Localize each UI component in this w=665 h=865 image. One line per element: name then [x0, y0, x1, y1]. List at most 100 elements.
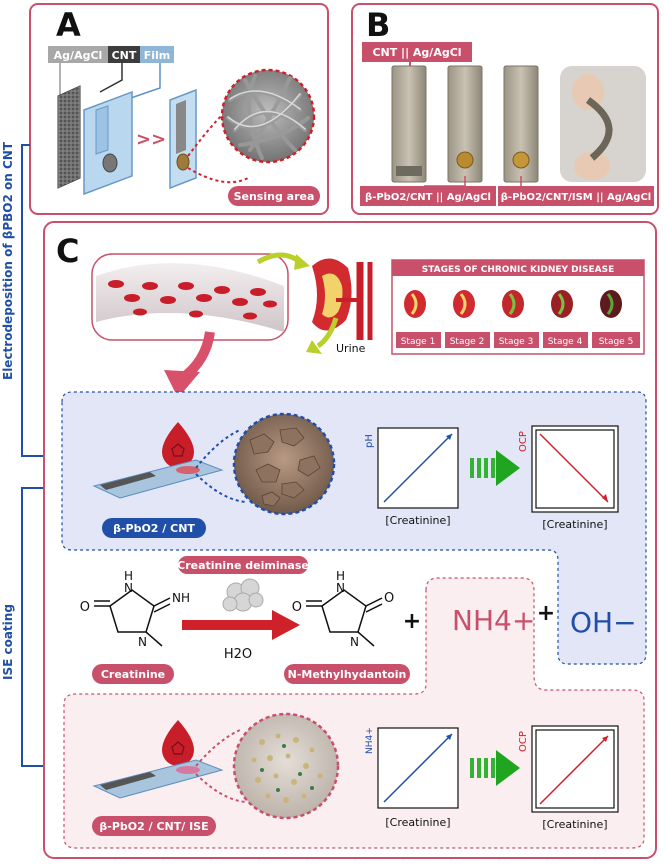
sensor1-cnt-track	[100, 472, 156, 490]
urine-arrow-head	[306, 340, 322, 354]
product-n-top: N	[336, 581, 345, 595]
electrode3-label: β-PbO2/CNT/ISM || Ag/AgCl	[501, 192, 651, 203]
assembled-electrode	[169, 88, 197, 190]
ckd-stage3-pill	[494, 332, 539, 348]
panel-c-letter: C	[56, 232, 79, 270]
vessel-to-kidney-head	[294, 254, 310, 270]
red-blood-cells	[108, 280, 277, 320]
sensor1-label: β-PbO2 / CNT	[113, 522, 195, 535]
leader-cnt	[99, 63, 123, 93]
urine-label: Urine	[336, 342, 366, 355]
graph-nh4-arrowhead	[446, 734, 452, 740]
side-label-top: Electrodeposition of βPBO2 on CNT	[1, 141, 15, 380]
ise-ionophore-dots	[260, 744, 314, 792]
graph-nh4-x-label: [Creatinine]	[385, 816, 450, 829]
electrode-layer-legend: Ag/AgCl CNT Film	[48, 46, 174, 63]
creatinine-nh: NH	[172, 591, 190, 605]
creatinine-o: O	[80, 600, 90, 615]
graph-nh4-y-label: NH4+	[365, 727, 375, 754]
creatinine-n-methyl: N	[138, 635, 147, 649]
ckd-stage2-label: Stage 2	[450, 337, 485, 347]
photo-strip-3	[503, 65, 539, 183]
ckd-stages-box: STAGES OF CHRONIC KIDNEY DISEASE Stage 1…	[391, 259, 645, 355]
reaction-arrow-head	[272, 610, 300, 640]
ckd-kidney-2	[453, 290, 475, 318]
ckd-kidney-4	[551, 290, 573, 318]
graph-ocp-decrease: OCP [Creatinine]	[518, 425, 619, 531]
ckd-title: STAGES OF CHRONIC KIDNEY DISEASE	[422, 265, 614, 275]
strip3-ism-spot	[512, 151, 530, 169]
zoom-line-top	[187, 109, 229, 157]
graph-ph-x-label: [Creatinine]	[385, 514, 450, 527]
ckd-kidney-5	[600, 290, 622, 318]
flex-finger-bottom	[574, 152, 610, 180]
enzyme-pill	[178, 556, 308, 574]
strip1-body	[391, 65, 427, 183]
vessel-tube	[96, 263, 284, 332]
side-arrow-top	[21, 144, 58, 457]
graph-nh4-line	[383, 733, 453, 803]
electrode2-pill	[360, 186, 496, 206]
enzyme-label: Creatinine deiminase	[177, 559, 309, 572]
sensor2-label: β-PbO2 / CNT/ ISE	[99, 820, 208, 833]
layer-film-slot	[95, 105, 109, 155]
flex-bent-strip	[585, 97, 613, 161]
ckd-stage1-pill	[396, 332, 441, 348]
graph-ocp1-y-label: OCP	[518, 431, 529, 452]
reaction-arrow-shaft	[182, 620, 274, 630]
ammonium-ion: NH4+	[452, 604, 535, 637]
ckd-stage2-pill	[445, 332, 490, 348]
legend-cnt-label: CNT	[112, 49, 137, 62]
side-label-bottom: ISE coating	[1, 604, 15, 680]
legend-film-box	[140, 46, 174, 63]
graph-ocp1-x-label: [Creatinine]	[542, 518, 607, 531]
leader-film	[124, 63, 161, 101]
pbo2-zoom	[232, 412, 336, 516]
urine-arrow	[316, 317, 339, 349]
graph-ocp-increase: OCP [Creatinine]	[518, 725, 619, 831]
electrode2-label: β-PbO2/CNT || Ag/AgCl	[365, 192, 491, 203]
plus-sign-2: +	[537, 601, 555, 626]
blood-sample-arrow-head	[164, 370, 200, 398]
pbo2-flakes	[249, 427, 321, 507]
product-pill	[284, 664, 410, 684]
kidney	[312, 258, 373, 340]
sensor2-zoom-line-top	[195, 729, 241, 767]
cnt-fiber-zoom	[220, 68, 316, 164]
ckd-stage1-label: Stage 1	[401, 337, 436, 347]
plus-sign-1: +	[403, 609, 421, 634]
graph-ph-arrowhead	[446, 434, 452, 440]
cnt-fiber-highlights	[227, 90, 306, 130]
hydroxide-ion: OH−	[570, 606, 637, 639]
graph-ocp2-line	[539, 735, 609, 805]
graph-ph-vs-creatinine: pH [Creatinine]	[364, 427, 459, 527]
pbo2-cnt-ise-sensor-strip	[92, 759, 224, 799]
creatinine-n: N	[124, 581, 133, 595]
panel-a-letter: A	[56, 6, 81, 44]
sensor2-zoom-line-bottom	[195, 773, 247, 803]
zoom-line-bottom	[187, 167, 249, 184]
panel-b-letter: B	[366, 6, 390, 44]
photo-strip-1	[391, 65, 427, 183]
photo-flexible-strip	[560, 66, 646, 182]
creatinine-pill	[92, 664, 174, 684]
ckd-kidney-3	[502, 290, 524, 318]
sensor1-pill	[102, 518, 206, 538]
graph-ocp2-arrowhead	[602, 736, 608, 742]
graph-ph-y-label: pH	[364, 434, 375, 448]
product-h: H	[336, 569, 345, 583]
product-o-right: O	[384, 591, 394, 606]
kidney-medulla	[322, 273, 343, 318]
ise-membrane-zoom	[232, 712, 340, 820]
legend-cnt-box	[108, 46, 140, 63]
green-arrow-1	[470, 450, 520, 486]
ckd-stage5-label: Stage 5	[599, 337, 634, 347]
graph-ocp2-x-label: [Creatinine]	[542, 818, 607, 831]
strip2-pbo2-spot	[456, 151, 474, 169]
product-label: N-Methylhydantoin	[288, 668, 407, 681]
assembly-arrows: >>	[136, 129, 166, 150]
electrode1-label: CNT || Ag/AgCl	[372, 46, 461, 59]
ckd-title-bar	[392, 260, 644, 276]
pbo2-cnt-sensor-strip	[92, 459, 224, 499]
assembled-sensing-spot	[176, 153, 190, 171]
